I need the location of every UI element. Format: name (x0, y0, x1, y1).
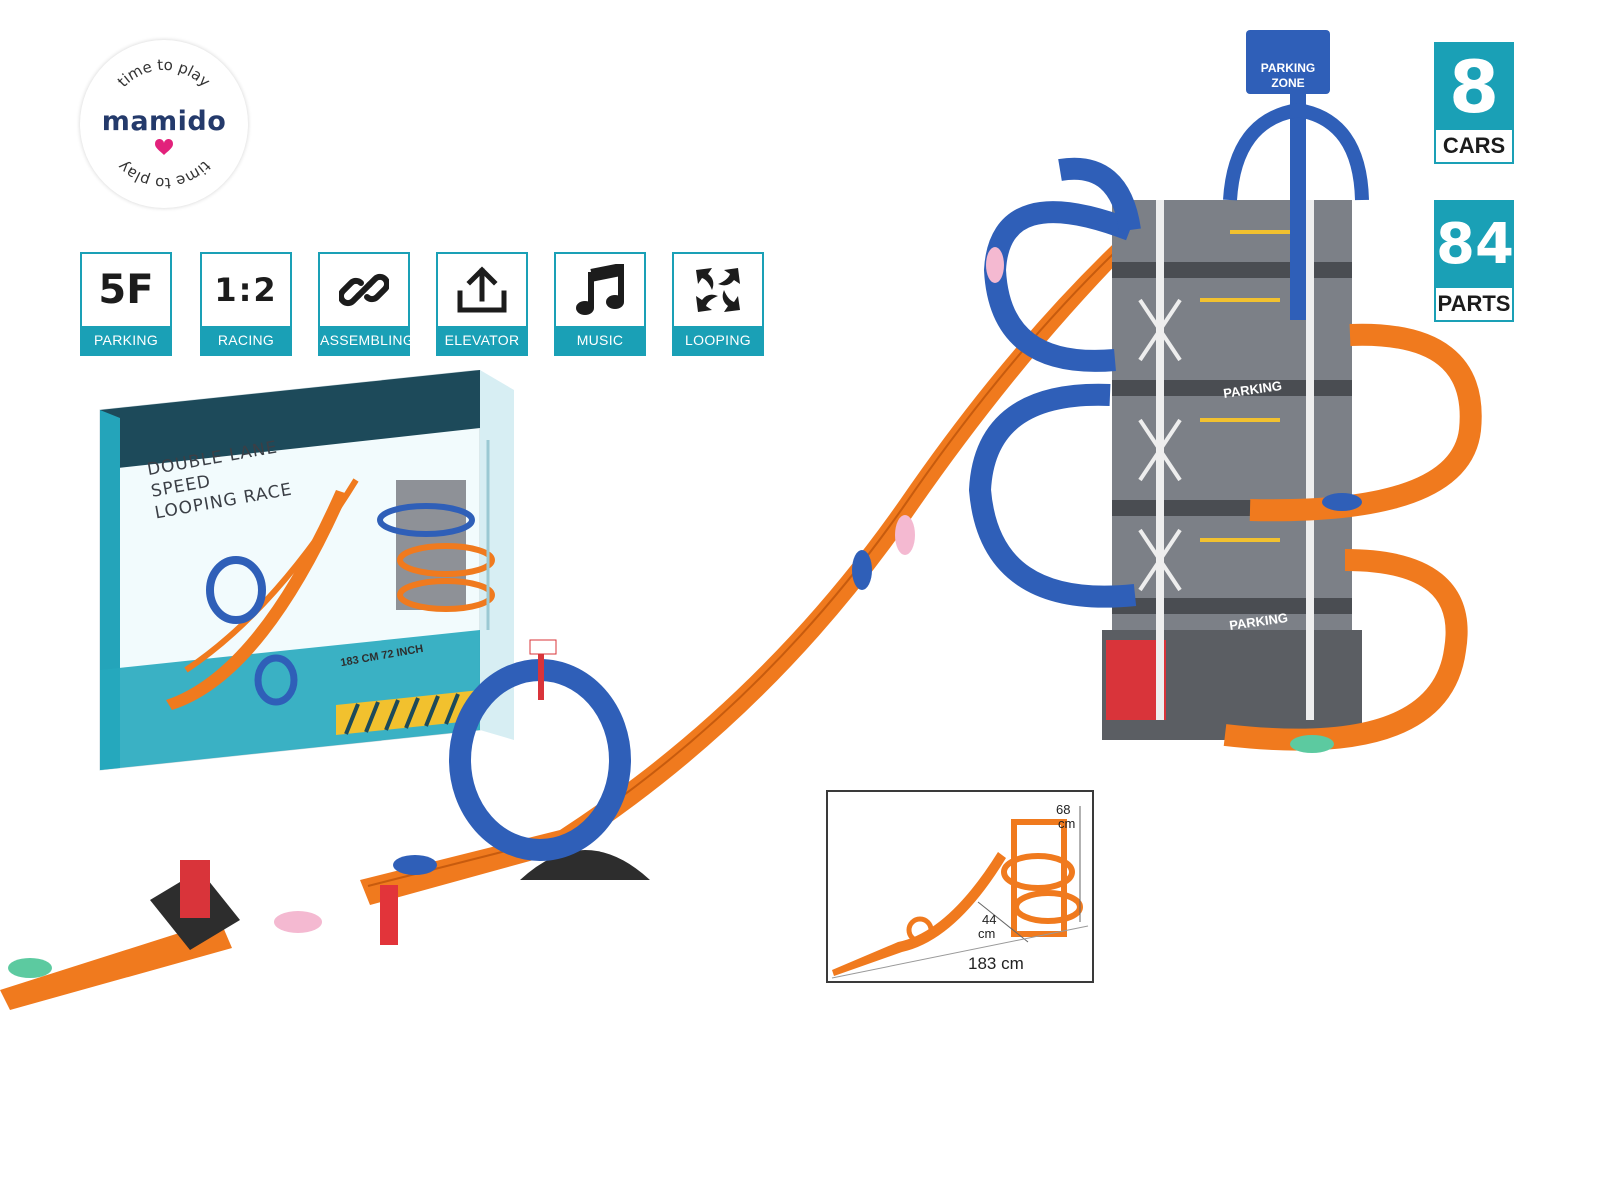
parking-floors-icon: 5F (98, 267, 154, 313)
car (274, 911, 322, 933)
feature-assembling: ASSEMBLING (318, 252, 414, 356)
ramp-unit: cm (978, 926, 996, 941)
car (1322, 493, 1362, 511)
ramp-value: 44 (982, 912, 997, 927)
product-box (99, 370, 514, 771)
feature-parking: 5F PARKING (80, 252, 172, 356)
car (1290, 735, 1334, 753)
parking-zone-sign (1246, 30, 1330, 94)
dimension-diagram: 68 cm 44 cm 183 cm (826, 790, 1094, 983)
feature-label: ASSEMBLING (320, 326, 414, 354)
feature-label: MUSIC (556, 326, 644, 354)
flag-pole (538, 650, 544, 700)
heart-icon (154, 138, 174, 155)
height-value: 68 (1056, 802, 1071, 817)
parking-zone-sign-line2: ZONE (1271, 76, 1304, 90)
music-note-icon (556, 254, 644, 326)
logo-brand: mamido (101, 106, 227, 137)
start-gate (180, 860, 210, 918)
feature-label: RACING (202, 326, 290, 354)
elevator-arch (1223, 102, 1369, 201)
feature-looping: LOOPING (672, 252, 764, 356)
parts-count: 84 (1436, 202, 1514, 288)
car (986, 247, 1004, 283)
feature-label: ELEVATOR (438, 326, 526, 354)
launcher (380, 885, 398, 945)
height-unit: cm (1058, 816, 1076, 831)
cars-badge: 8 CARS (1434, 42, 1514, 164)
blue-spiral-upper (983, 201, 1134, 372)
racing-score-icon: 1:2 (214, 271, 278, 309)
blue-spiral-lower (968, 383, 1137, 608)
car (393, 855, 437, 875)
feature-music: MUSIC (554, 252, 646, 356)
upload-arrow-icon (438, 254, 526, 326)
car (895, 515, 915, 555)
cars-unit: CARS (1436, 130, 1512, 162)
feature-label: PARKING (82, 326, 170, 354)
feature-racing: 1:2 RACING (200, 252, 292, 356)
feature-label: LOOPING (674, 326, 762, 354)
parts-badge: 84 PARTS (1434, 200, 1514, 322)
logo-ring-text: time to play time to play (114, 56, 214, 192)
brand-logo: time to play time to play mamido (80, 40, 248, 208)
parts-unit: PARTS (1436, 288, 1512, 320)
elevator-shaft (1290, 80, 1306, 320)
car (8, 958, 52, 978)
car (852, 550, 872, 590)
chain-link-icon (320, 254, 408, 326)
starter-track (0, 920, 232, 1010)
looping-arrows-icon (674, 254, 762, 326)
dimension-sketch (831, 806, 1089, 979)
length-value: 183 cm (968, 954, 1024, 973)
racing-flag (529, 639, 557, 655)
cars-count: 8 (1436, 44, 1512, 130)
parking-zone-sign-line1: PARKING (1261, 61, 1315, 75)
feature-elevator: ELEVATOR (436, 252, 528, 356)
